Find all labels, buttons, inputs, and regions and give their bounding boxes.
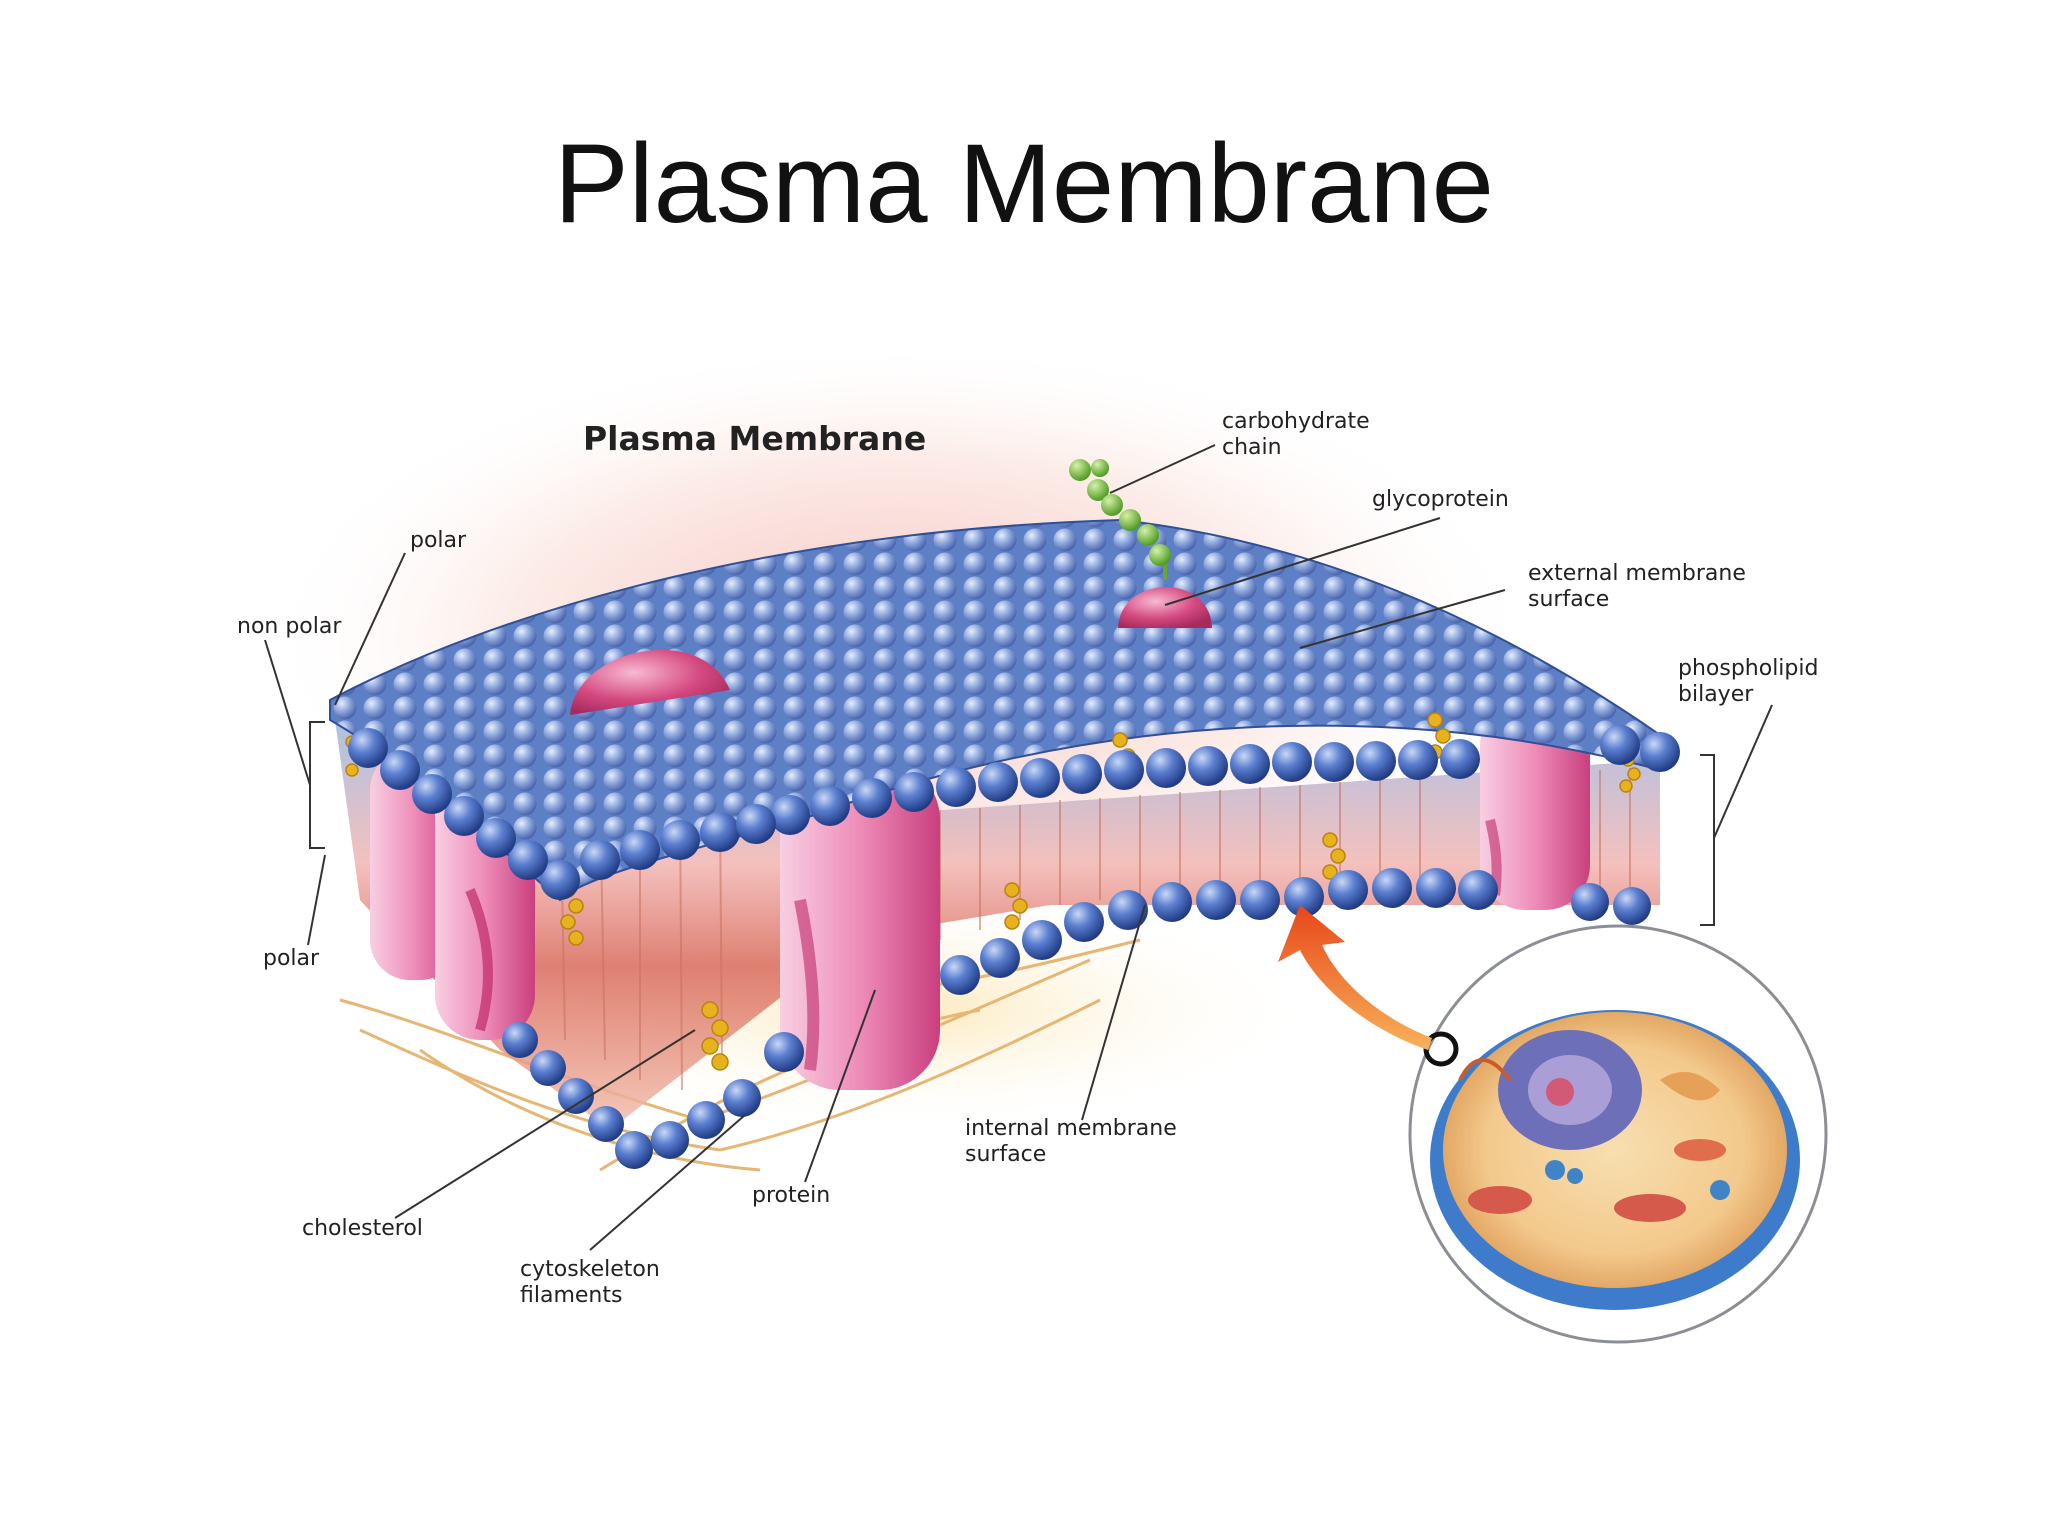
label-carbohydrate-chain-line1: carbohydrate <box>1222 409 1370 434</box>
slide-title: Plasma Membrane <box>554 121 1494 246</box>
transmembrane-protein-center <box>780 760 940 1090</box>
zoom-arrow <box>1278 905 1432 1050</box>
label-polar-bottom: polar <box>263 946 320 971</box>
label-internal-membrane-surface-line1: internal membrane <box>965 1116 1177 1141</box>
cell-inset <box>1408 924 1828 1344</box>
phospholipid-bilayer-bracket <box>1700 754 1715 926</box>
top-layer-edge-heads <box>348 725 1680 900</box>
label-phospholipid-bilayer-line1: phospholipid <box>1678 656 1818 681</box>
label-glycoprotein: glycoprotein <box>1372 487 1509 512</box>
label-cytoskeleton-filaments-line2: filaments <box>520 1283 622 1308</box>
carbohydrate-chain <box>1069 459 1171 580</box>
label-carbohydrate-chain-line2: chain <box>1222 435 1282 460</box>
label-cytoskeleton-filaments-line1: cytoskeleton <box>520 1257 660 1282</box>
label-external-membrane-surface-line1: external membrane <box>1528 561 1746 586</box>
label-internal-membrane-surface-line2: surface <box>965 1142 1046 1167</box>
leader-lines <box>264 444 1773 1251</box>
label-non-polar: non polar <box>237 614 342 639</box>
label-cholesterol: cholesterol <box>302 1216 423 1241</box>
label-protein: protein <box>752 1183 830 1208</box>
label-phospholipid-bilayer-line2: bilayer <box>1678 682 1754 707</box>
internal-membrane-surface <box>502 868 1651 1169</box>
diagram-title: Plasma Membrane <box>583 419 926 458</box>
peripheral-protein <box>570 649 730 715</box>
label-polar-top: polar <box>410 528 467 553</box>
label-external-membrane-surface-line2: surface <box>1528 587 1609 612</box>
